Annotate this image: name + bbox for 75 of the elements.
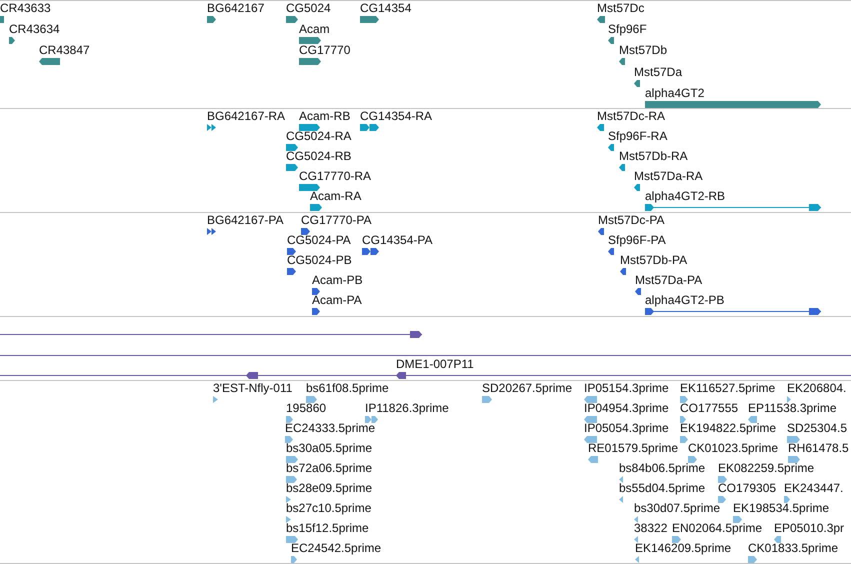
feature-label: EK194822.5prime: [680, 422, 776, 434]
feature-label: EK116527.5prime: [680, 382, 776, 394]
feature-label: EP11538.3prime: [748, 402, 836, 414]
feature-label: EC24333.5prime: [285, 422, 376, 434]
feature-label: CO179305: [718, 482, 776, 494]
feature-label: CR43634: [9, 23, 60, 35]
feature-label: Acam-PB: [312, 274, 363, 286]
feature-label: CG14354: [360, 2, 412, 14]
feature-label: SD25304.5: [787, 422, 848, 434]
feature-label: bs28e09.5prime: [286, 482, 372, 494]
feature-label: CG5024: [286, 2, 331, 14]
feature-label: EK198534.5prime: [733, 502, 830, 514]
feature-label: CG17770: [299, 44, 350, 56]
feature-label: IP05054.3prime: [584, 422, 669, 434]
feature-label: CK01833.5prime: [748, 542, 838, 554]
feature-label: EK082259.5prime: [718, 462, 814, 474]
feature-label: EK206804.: [787, 382, 846, 394]
feature-label: Acam-RA: [310, 190, 362, 202]
feature-label: IP04954.3prime: [584, 402, 669, 414]
feature-label: Sfp96F-PA: [608, 234, 666, 246]
feature-label: bs15f12.5prime: [286, 522, 369, 534]
feature-label: bs30d07.5prime: [634, 502, 720, 514]
feature-label: BG642167-PA: [207, 214, 284, 226]
feature-label: bs84b06.5prime: [619, 462, 706, 474]
feature-label: 3'EST-Nfly-011: [213, 382, 292, 394]
feature-label: CG17770-PA: [301, 214, 372, 226]
feature-label: CG5024-RA: [286, 130, 352, 142]
feature-label: Mst57Db: [619, 44, 668, 56]
feature-label: EP05010.3pr: [774, 522, 844, 534]
feature-label: Mst57Db-PA: [620, 254, 688, 266]
feature-label: Acam-RB: [299, 110, 350, 122]
feature-label: bs30a05.5prime: [286, 442, 372, 454]
feature-label: CG14354-RA: [360, 110, 432, 122]
feature-label: CG17770-RA: [299, 170, 372, 182]
feature-label: IP05154.3prime: [584, 382, 669, 394]
feature-label: IP11826.3prime: [365, 402, 449, 414]
feature-label: Mst57Da: [634, 66, 682, 78]
feature-label: bs27c10.5prime: [286, 502, 372, 514]
feature-label: Mst57Da-PA: [635, 274, 702, 286]
feature-label: BG642167: [207, 2, 264, 14]
feature-label: CG14354-PA: [362, 234, 432, 246]
feature-label: 38322: [634, 522, 668, 534]
feature-label: RE01579.5prime: [588, 442, 678, 454]
feature-label: DME1-007P11: [396, 358, 474, 370]
feature-label: Mst57Dc-RA: [597, 110, 666, 122]
feature-label: CG5024-PB: [287, 254, 352, 266]
feature-label: bs72a06.5prime: [286, 462, 372, 474]
feature-label: Mst57Da-RA: [634, 170, 703, 182]
feature-line: [0, 330, 422, 338]
feature-label: Mst57Dc-PA: [598, 214, 664, 226]
feature-label: BG642167-RA: [207, 110, 286, 122]
feature-label: Sfp96F-RA: [608, 130, 668, 142]
feature-label: CG5024-PA: [287, 234, 351, 246]
feature-label: Mst57Dc: [597, 2, 644, 14]
feature-label: bs61f08.5prime: [306, 382, 389, 394]
feature-label: EN02064.5prime: [672, 522, 762, 534]
feature-label: alpha4GT2: [645, 87, 704, 99]
feature-label: alpha4GT2-RB: [645, 190, 726, 202]
feature-label: CK01023.5prime: [688, 442, 778, 454]
feature-label: EC24542.5prime: [291, 542, 382, 554]
feature-label: CR43847: [39, 44, 90, 56]
feature-label: EK146209.5prime: [635, 542, 732, 554]
feature-label: Acam: [299, 23, 330, 35]
feature-label: Sfp96F: [608, 23, 647, 35]
feature-label: alpha4GT2-PB: [645, 294, 724, 306]
feature-label: CR43633: [0, 2, 51, 14]
feature-label: 195860: [286, 402, 326, 414]
feature-label: RH61478.5: [788, 442, 849, 454]
feature-label: EK243447.: [784, 482, 844, 494]
feature-label: Acam-PA: [312, 294, 362, 306]
feature-label: CO177555: [680, 402, 738, 414]
feature-label: CG5024-RB: [286, 150, 352, 162]
feature-label: SD20267.5prime: [482, 382, 572, 394]
feature-label: Mst57Db-RA: [619, 150, 688, 162]
feature-label: bs55d04.5prime: [619, 482, 706, 494]
